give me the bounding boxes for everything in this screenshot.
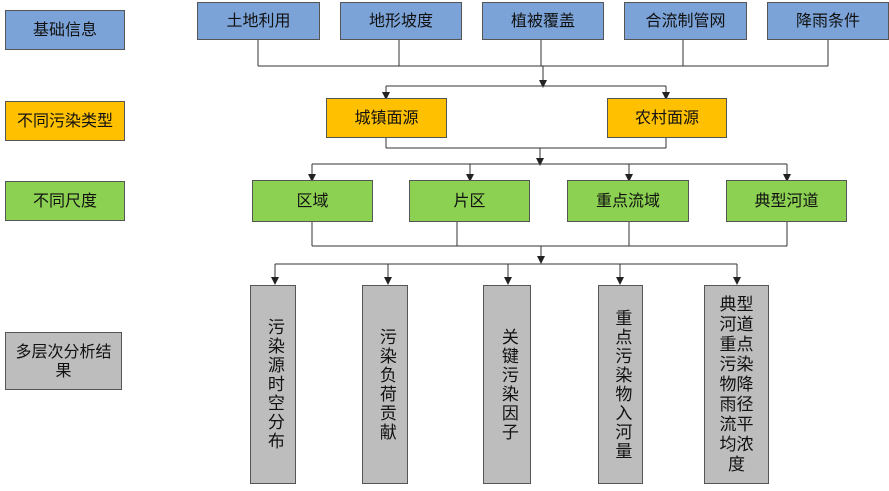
node-key-basin: 重点流域 (567, 180, 689, 222)
node-urban-nonpoint-label: 城镇面源 (354, 108, 419, 128)
node-district: 片区 (409, 180, 530, 222)
node-region-label: 区域 (296, 191, 329, 211)
category-scales: 不同尺度 (5, 181, 125, 221)
category-scales-label: 不同尺度 (32, 191, 97, 211)
node-terrain-slope-label: 地形坡度 (368, 11, 433, 31)
node-rural-nonpoint: 农村面源 (607, 98, 727, 138)
node-rural-nonpoint-label: 农村面源 (634, 108, 699, 128)
node-urban-nonpoint: 城镇面源 (326, 98, 447, 138)
node-typical-river-label: 典型河道 (754, 191, 819, 211)
category-pollution-types: 不同污染类型 (5, 101, 125, 141)
node-vegetation-cover-label: 植被覆盖 (510, 11, 575, 31)
result-key-factors-label: 关键污染因子 (497, 327, 518, 442)
node-terrain-slope: 地形坡度 (340, 2, 462, 40)
node-combined-sewer: 合流制管网 (624, 2, 747, 40)
result-load-contribution: 污染负荷贡献 (362, 285, 408, 484)
node-rainfall-conditions-label: 降雨条件 (795, 11, 860, 31)
category-results: 多层次分析结果 (5, 332, 122, 390)
node-key-basin-label: 重点流域 (595, 191, 660, 211)
node-land-use-label: 土地利用 (226, 11, 291, 31)
node-rainfall-conditions: 降雨条件 (767, 2, 889, 40)
node-region: 区域 (252, 180, 373, 222)
result-source-distribution-label: 污染源时空分布 (263, 318, 284, 451)
result-key-factors: 关键污染因子 (483, 285, 531, 484)
category-basic-info: 基础信息 (5, 10, 125, 50)
result-load-contribution-label: 污染负荷贡献 (375, 327, 396, 442)
result-runoff-concentration-label: 典型河道重点污染物降雨径流平均浓度 (719, 294, 754, 475)
category-pollution-types-label: 不同污染类型 (16, 111, 113, 131)
node-land-use: 土地利用 (197, 2, 320, 40)
result-river-inflow: 重点污染物入河量 (598, 285, 643, 484)
result-source-distribution: 污染源时空分布 (250, 285, 296, 484)
category-basic-info-label: 基础信息 (32, 20, 97, 40)
result-runoff-concentration: 典型河道重点污染物降雨径流平均浓度 (704, 285, 769, 484)
node-combined-sewer-label: 合流制管网 (645, 11, 726, 31)
category-results-label: 多层次分析结果 (15, 341, 112, 380)
node-typical-river: 典型河道 (726, 180, 847, 222)
node-vegetation-cover: 植被覆盖 (482, 2, 604, 40)
result-river-inflow-label: 重点污染物入河量 (611, 308, 632, 461)
node-district-label: 片区 (453, 191, 486, 211)
